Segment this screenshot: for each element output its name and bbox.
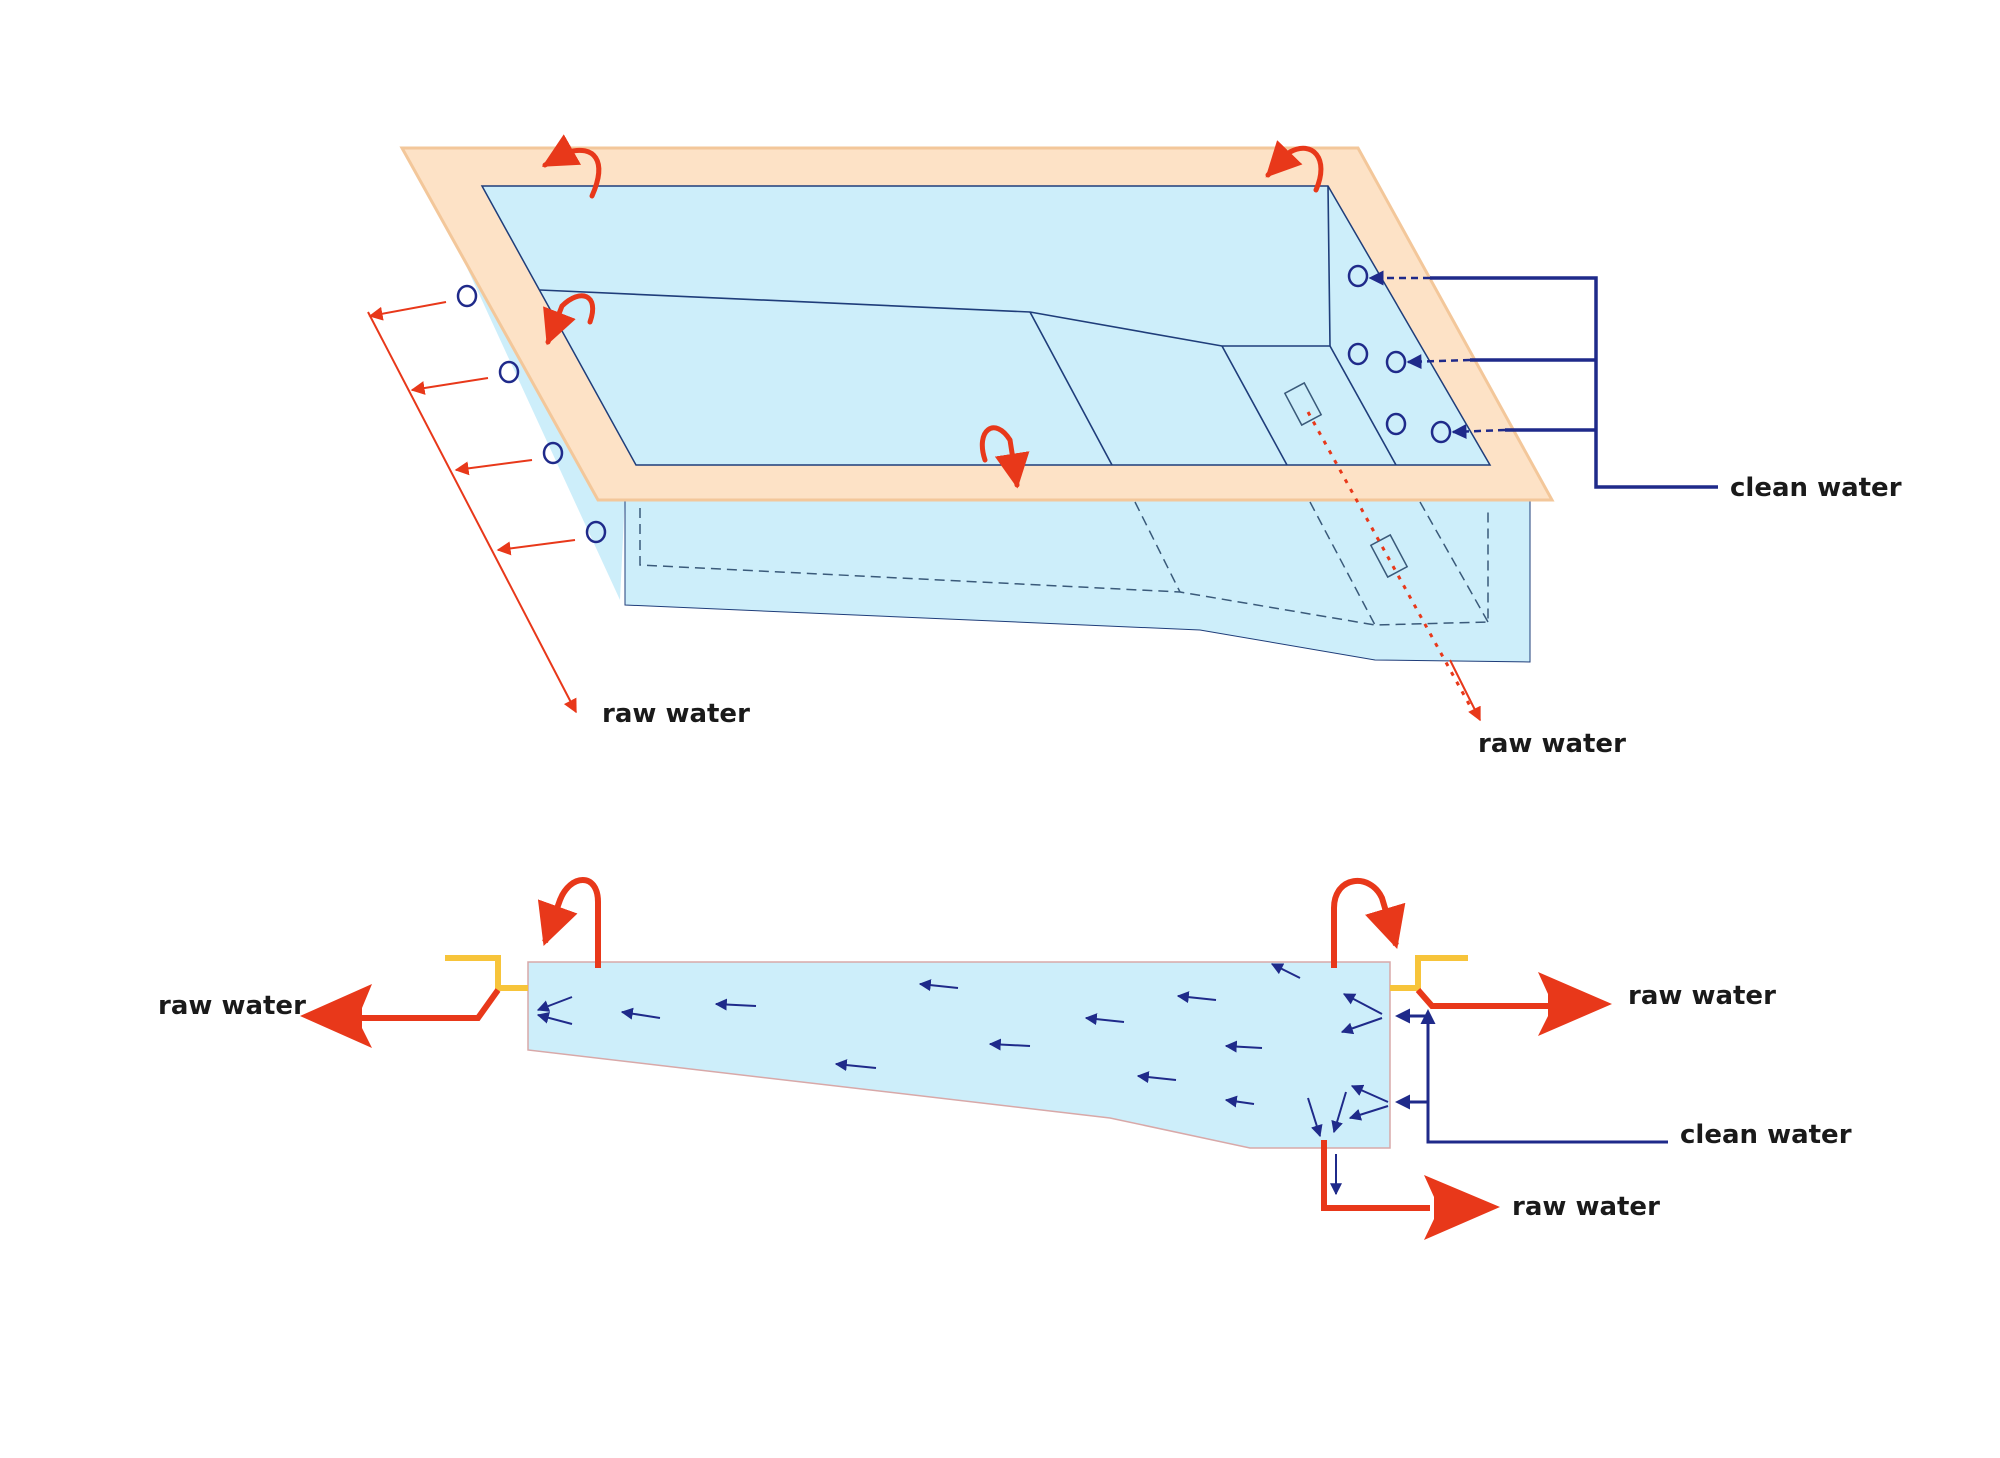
outlet-icon bbox=[585, 520, 607, 544]
left-raw-water-arrowhead bbox=[300, 984, 372, 1048]
main-drain-flow-arrow bbox=[1449, 659, 1481, 722]
left-raw-water-pipe bbox=[360, 988, 501, 1021]
overflow-arrows-top bbox=[541, 134, 1324, 489]
clean-water-section-line bbox=[1426, 1020, 1668, 1144]
label-raw-water-top-left: raw water bbox=[602, 699, 750, 729]
outlet-icon bbox=[542, 441, 564, 465]
pool-deep-hidden-line bbox=[1309, 501, 1376, 626]
overflow-arrow bbox=[543, 293, 596, 346]
label-raw-water-drain: raw water bbox=[1478, 729, 1626, 759]
right-overflow-gutter bbox=[1390, 955, 1468, 991]
left-raw-water-arrows bbox=[367, 301, 577, 714]
right-raw-water-arrowhead bbox=[1538, 972, 1612, 1036]
pool-floor-contour-slope bbox=[1029, 311, 1113, 466]
label-raw-water-section-right: raw water bbox=[1628, 981, 1776, 1011]
pool-floor-hidden-line bbox=[639, 508, 1489, 626]
right-overflow-arrow bbox=[1331, 878, 1406, 968]
pool-floor-contour-end bbox=[1329, 345, 1397, 466]
outlet-icon bbox=[456, 284, 478, 308]
clean-water-inlet-arrows bbox=[1368, 270, 1506, 439]
main-drain-flow-line bbox=[1306, 411, 1477, 716]
left-overflow-gutter bbox=[445, 955, 528, 991]
bottom-drain-arrowhead bbox=[1424, 1175, 1500, 1240]
label-raw-water-section-drain: raw water bbox=[1512, 1192, 1660, 1222]
clean-water-supply-lines bbox=[1430, 276, 1718, 489]
inlet-icon bbox=[1385, 350, 1407, 374]
inlet-icon bbox=[1347, 264, 1369, 288]
overflow-arrow bbox=[1265, 140, 1324, 193]
pool-floor-contour-deep bbox=[1221, 345, 1288, 466]
main-drain-lower bbox=[1369, 533, 1409, 579]
pool-water-surface bbox=[480, 185, 1492, 466]
pool-slope-hidden-line bbox=[1134, 501, 1181, 593]
overflow-arrow bbox=[541, 134, 602, 199]
section-water-body bbox=[527, 961, 1391, 1149]
outlet-icon bbox=[498, 360, 520, 384]
inlet-icon bbox=[1347, 342, 1369, 366]
isometric-pool-view: raw water raw water clean water bbox=[367, 134, 1902, 759]
pool-deep-hidden-line-2 bbox=[1419, 501, 1489, 623]
inlet-icon bbox=[1430, 420, 1452, 444]
overflow-arrow bbox=[979, 425, 1030, 489]
pool-front-wall bbox=[624, 494, 1531, 663]
label-raw-water-section-left: raw water bbox=[158, 991, 306, 1021]
internal-flow-arrows bbox=[536, 963, 1389, 1138]
right-raw-water-pipe bbox=[1415, 988, 1548, 1009]
main-drain-surface bbox=[1283, 381, 1323, 427]
bottom-drain-pipe bbox=[1321, 1140, 1430, 1211]
left-wall-outlets bbox=[456, 284, 607, 544]
label-clean-water-top: clean water bbox=[1730, 473, 1902, 503]
label-clean-water-section: clean water bbox=[1680, 1120, 1852, 1150]
pool-section-view: raw water raw water clean water raw wate… bbox=[158, 877, 1852, 1240]
left-overflow-arrow bbox=[537, 877, 601, 968]
right-wall-inlets bbox=[1347, 264, 1452, 444]
inlet-icon bbox=[1385, 412, 1407, 436]
